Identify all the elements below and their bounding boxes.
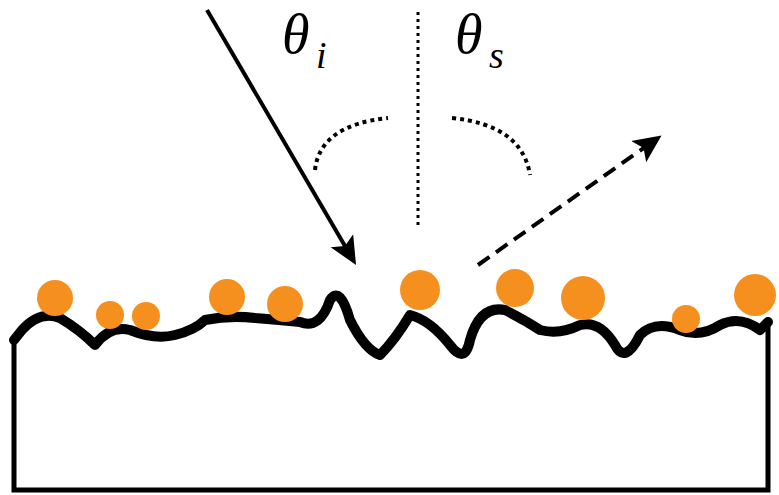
angle-subscript: s: [489, 36, 504, 74]
surface-normal: [417, 12, 420, 225]
rough-surface: [14, 296, 768, 356]
incident-angle-arc: [315, 118, 388, 170]
angle-symbol: θ: [282, 6, 310, 62]
angle-subscript: i: [316, 36, 327, 74]
angle-symbol: θ: [455, 6, 483, 62]
scatter-angle-arc: [452, 118, 530, 175]
scattered-ray: [478, 140, 655, 265]
particles: [37, 269, 776, 333]
incident-ray: [207, 10, 352, 258]
